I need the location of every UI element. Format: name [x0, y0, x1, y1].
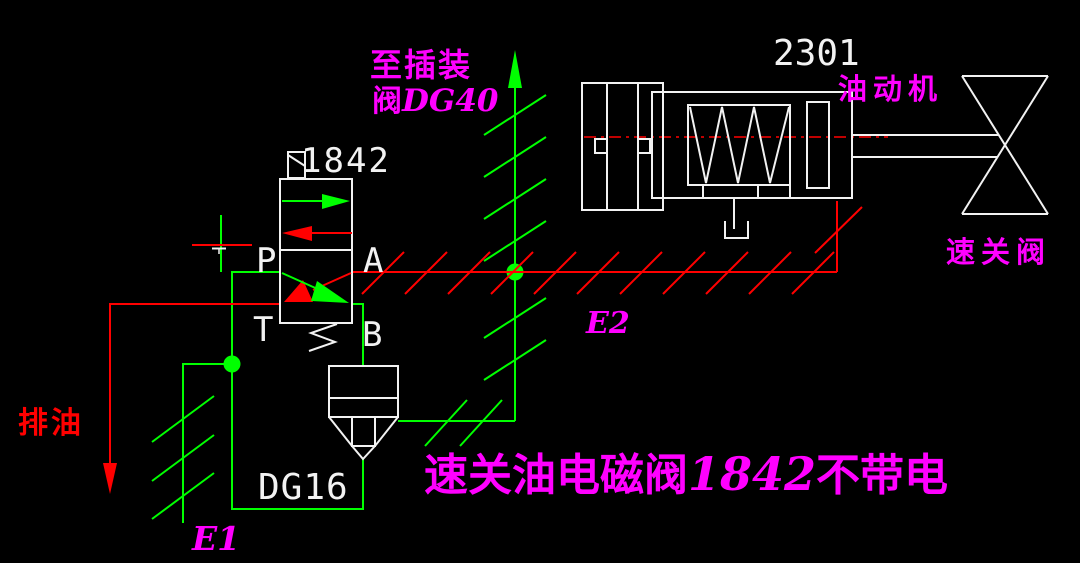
orifice-tag-dg16: DG16 — [258, 467, 349, 508]
quick-close-valve-symbol — [961, 75, 1049, 215]
return-spring — [308, 323, 338, 352]
hatch-mark — [151, 395, 215, 443]
hatch-mark — [447, 251, 491, 295]
arrowhead-drain — [103, 463, 117, 494]
drain-cup — [724, 221, 749, 239]
hatch-mark — [459, 399, 503, 447]
hatch-mark — [483, 94, 547, 136]
hatch-mark — [748, 251, 792, 295]
orifice-poppet — [351, 416, 376, 447]
label-line-e1: E1 — [191, 519, 240, 558]
hatch-mark — [404, 251, 448, 295]
hatch-mark — [490, 251, 534, 295]
flow-arrowhead-green — [311, 281, 349, 303]
orifice-body — [328, 365, 399, 418]
solenoid-valve-1842-symbol — [279, 151, 353, 352]
pipe-b-port — [351, 303, 364, 366]
chamber-base — [757, 184, 791, 199]
label-drain-oil: 排油 — [18, 407, 84, 440]
label-line-e2: E2 — [585, 306, 630, 341]
label-quick-close-valve: 速关阀 — [946, 236, 1051, 269]
cylinder-body — [651, 91, 853, 199]
arrowhead-to-dg40 — [508, 50, 522, 88]
closing-spring — [689, 106, 790, 184]
flow-arrowhead-red — [284, 280, 313, 302]
orifice-tip — [351, 445, 376, 461]
valve-diagonal — [961, 75, 1049, 215]
label-to-cartridge-line1: 至插装 — [370, 47, 472, 83]
hatch-mark — [483, 220, 547, 262]
pilot-notch — [637, 138, 651, 154]
port-label-b: B — [362, 315, 382, 355]
flow-arrowhead-green — [322, 194, 350, 209]
hatch-mark — [662, 251, 706, 295]
hatch-mark — [424, 399, 468, 447]
hatch-mark — [361, 251, 405, 295]
crosshair-cursor — [192, 215, 252, 272]
actuator-tag-2301: 2301 — [773, 33, 860, 74]
pipe-e1 — [182, 363, 232, 523]
junction-dot — [223, 355, 241, 373]
port-label-t: T — [253, 310, 273, 350]
label-actuator-name: 油动机 — [838, 73, 943, 106]
hatch-mark — [705, 251, 749, 295]
actuator-2301-symbol — [581, 82, 999, 239]
orifice-valve-dg16-symbol — [328, 365, 399, 461]
pilot-notch — [594, 138, 608, 154]
pipe-p-port — [231, 271, 280, 364]
hatch-mark — [483, 297, 547, 339]
hatch-mark — [151, 472, 215, 520]
orifice-funnel-left — [328, 416, 353, 447]
orifice-funnel-right — [374, 416, 399, 447]
piston — [806, 101, 830, 189]
caption-valve-state: 速关油电磁阀1842不带电 — [424, 447, 948, 501]
port-label-a: A — [363, 241, 383, 281]
drain-oil-lines — [103, 201, 863, 494]
hatch-mark — [483, 136, 547, 178]
pipe-t-drain — [109, 303, 280, 463]
hatch-mark — [576, 251, 620, 295]
pipe-to-orifice-bottom — [231, 364, 364, 510]
hatch-mark — [483, 339, 547, 381]
pressure-oil-lines — [151, 50, 547, 523]
hatch-mark — [814, 206, 863, 254]
chamber-base — [702, 184, 759, 199]
hatch-mark — [151, 434, 215, 482]
hatch-mark — [791, 251, 835, 295]
label-to-cartridge-line2: 阀DG40 — [372, 83, 499, 119]
hatch-mark — [533, 251, 577, 295]
valve-tag-1842: 1842 — [301, 141, 391, 181]
solenoid-coil-diagonal — [287, 154, 306, 167]
port-label-p: P — [256, 241, 276, 281]
pilot-block — [581, 82, 664, 211]
hatch-mark — [483, 178, 547, 220]
flow-arrowhead-red — [282, 226, 312, 241]
hatch-mark — [619, 251, 663, 295]
